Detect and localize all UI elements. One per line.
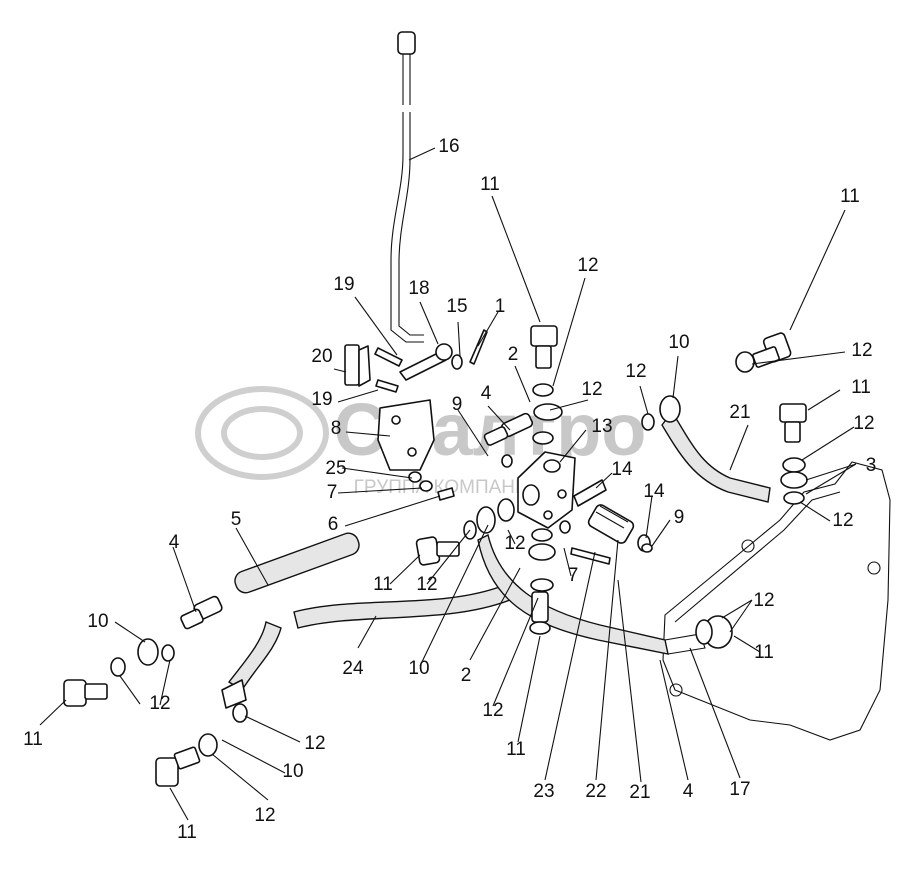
callout-label: 2 — [461, 665, 472, 686]
callout-label: 18 — [408, 278, 429, 299]
callout-label: 12 — [416, 574, 437, 595]
callout-label: 11 — [373, 574, 393, 595]
callout-label: 21 — [629, 782, 650, 803]
callout-label: 5 — [231, 509, 242, 530]
hose-21-upper — [661, 410, 771, 503]
callout-label: 7 — [568, 565, 579, 586]
callout-label: 16 — [438, 136, 459, 157]
hose-lower-left — [227, 621, 282, 691]
leader-lines — [39, 147, 857, 821]
callout-label: 10 — [668, 332, 689, 353]
callout-label: 9 — [674, 507, 685, 528]
callout-label: 11 — [851, 377, 871, 398]
banjo-bolt-bottom-left — [155, 746, 201, 787]
banjo-bolt-top-center — [530, 325, 558, 369]
callout-label: 12 — [577, 255, 598, 276]
callout-label: 12 — [853, 413, 874, 434]
callout-label: 8 — [331, 418, 342, 439]
callout-label: 11 — [480, 174, 500, 195]
watermark-subtitle: ГРУППА КОМПАНИЙ — [354, 476, 543, 498]
callout-label: 12 — [753, 590, 774, 611]
ring-logo-inner — [221, 406, 303, 460]
banjo-bolt-left-mid — [415, 536, 460, 566]
banjo-bolt-lower-right — [695, 615, 733, 649]
callout-label: 12 — [504, 533, 525, 554]
callout-label: 6 — [328, 514, 339, 535]
callout-label: 14 — [611, 459, 633, 480]
callout-label: 11 — [506, 739, 526, 760]
callout-label: 4 — [683, 781, 694, 802]
callout-labels: 16 11 12 11 12 19 18 15 1 20 2 10 12 4 1… — [23, 136, 876, 843]
callout-label: 10 — [408, 658, 429, 679]
mounting-plate — [662, 461, 891, 741]
callout-label: 19 — [333, 274, 354, 295]
spool-22 — [587, 504, 635, 544]
banjo-bolt-right — [779, 403, 807, 443]
callout-label: 12 — [254, 805, 275, 826]
callout-label: 9 — [452, 394, 463, 415]
gear-lever — [390, 31, 424, 343]
callout-label: 12 — [482, 700, 503, 721]
callout-label: 12 — [149, 693, 170, 714]
callout-label: 23 — [533, 781, 554, 802]
callout-label: 11 — [23, 729, 43, 750]
callout-label: 20 — [311, 346, 332, 367]
banjo-bolt-top-right — [752, 332, 792, 368]
callout-label: 11 — [754, 642, 774, 663]
banjo-bolt-bottom-center — [529, 591, 551, 635]
callout-label: 21 — [729, 402, 750, 423]
banjo-bolt-far-left — [63, 679, 108, 707]
washers — [110, 351, 808, 757]
callout-label: 12 — [304, 733, 325, 754]
callout-label: 13 — [591, 416, 612, 437]
callout-label: 19 — [311, 389, 332, 410]
callout-label: 4 — [169, 532, 180, 553]
callout-label: 14 — [643, 481, 665, 502]
callout-label: 12 — [581, 379, 602, 400]
callout-label: 11 — [840, 186, 860, 207]
callout-label: 17 — [729, 779, 750, 800]
valve-block — [517, 451, 576, 529]
callout-label: 15 — [446, 296, 467, 317]
callout-label: 4 — [481, 383, 492, 404]
callout-label: 2 — [508, 344, 519, 365]
callout-label: 3 — [866, 455, 877, 476]
hose-5 — [234, 532, 360, 594]
hose-24 — [293, 584, 511, 629]
callout-label: 12 — [625, 361, 646, 382]
callout-label: 12 — [851, 340, 872, 361]
callout-label: 24 — [342, 658, 364, 679]
linkage — [344, 329, 653, 565]
callout-label: 25 — [325, 458, 346, 479]
callout-label: 12 — [832, 510, 853, 531]
callout-label: 10 — [282, 761, 303, 782]
callout-label: 1 — [495, 296, 506, 317]
ring-logo-icon — [195, 386, 329, 480]
callout-label: 11 — [177, 822, 197, 843]
callout-label: 7 — [327, 482, 338, 503]
callout-label: 22 — [585, 781, 606, 802]
callout-label: 10 — [87, 611, 108, 632]
